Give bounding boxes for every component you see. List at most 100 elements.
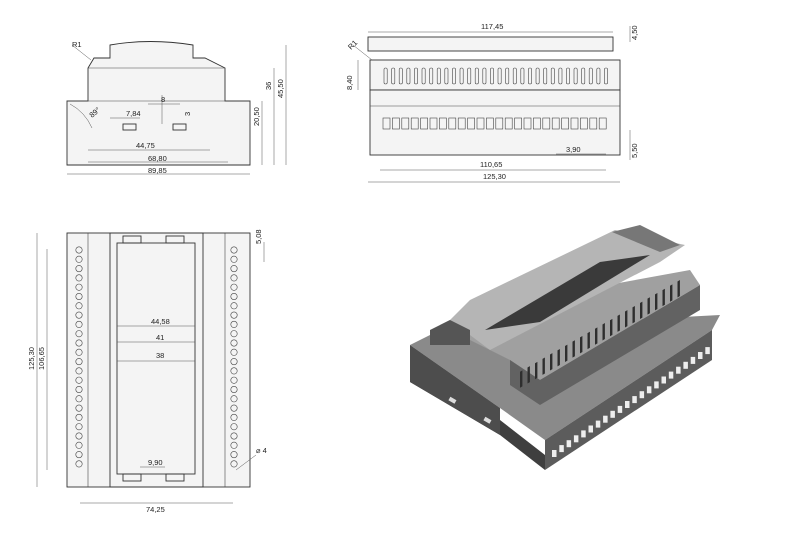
render-vent-slot: [572, 340, 575, 358]
screw-hole-left: [75, 460, 83, 468]
side-terminal-opening: [542, 117, 551, 130]
render-din-clip-left: [448, 396, 457, 404]
screw-hole-right: [230, 339, 238, 347]
side-terminal-opening: [561, 117, 569, 130]
side-terminal-opening: [439, 117, 447, 130]
side-vent-slot: [414, 67, 418, 85]
screw-hole-left: [75, 404, 83, 412]
top-view-hole-leader: [235, 454, 257, 471]
screw-hole-left: [75, 246, 83, 254]
front-view-outline: [66, 41, 251, 166]
side-view-dim-3-90: 3,90: [566, 145, 581, 154]
screw-hole-left: [75, 367, 83, 375]
front-view-dim-7-84: 7,84: [126, 109, 141, 118]
front-view-dim-3: 3: [183, 112, 192, 116]
render-terminal-opening: [573, 435, 579, 443]
render-vent-slot: [557, 348, 560, 367]
render-terminal-opening: [552, 450, 557, 457]
side-terminal-opening: [589, 117, 598, 130]
side-vent-slot: [467, 67, 472, 85]
screw-hole-left: [75, 376, 83, 384]
side-vent-slot: [604, 67, 608, 85]
side-vent-slot: [528, 67, 532, 85]
side-vent-slot: [550, 67, 555, 85]
side-view-dim-125-30: 125,30: [483, 172, 506, 181]
render-vent-slot: [602, 323, 605, 341]
render-terminal-opening: [654, 381, 659, 389]
side-vent-slot: [490, 67, 494, 85]
front-view-dim-45-50: 45,50: [276, 79, 285, 98]
render-vent-slot: [640, 301, 643, 319]
render-terminal-opening: [581, 430, 586, 438]
render-vent-slot: [677, 280, 680, 298]
screw-hole-left: [75, 423, 83, 431]
side-terminal-opening: [429, 117, 438, 130]
side-view-terminal-openings: [382, 117, 607, 130]
side-terminal-opening: [410, 117, 419, 130]
screw-hole-left: [75, 292, 83, 300]
front-view-radius-label: R1: [72, 40, 82, 49]
screw-hole-right: [230, 358, 238, 366]
top-view-dim-diam-4: ⌀ 4: [256, 446, 267, 455]
screw-hole-left: [75, 432, 83, 440]
screw-hole-right: [230, 246, 238, 254]
screw-hole-right: [230, 376, 238, 384]
top-view-dim-106-65: 106,65: [37, 347, 46, 370]
side-vent-slot: [436, 67, 441, 85]
side-vent-slot: [406, 67, 411, 85]
render-vent-slot: [527, 366, 530, 384]
render-din-clip-right: [483, 416, 492, 424]
front-view-angle-arc: [69, 103, 93, 129]
render-rear-tab: [612, 225, 680, 252]
top-view: 5,08 44,58 41 38 125,30 106,65 9,90 ⌀ 4 …: [27, 229, 267, 514]
side-view-vent-slots: [383, 67, 608, 85]
top-view-center-cover: [109, 232, 204, 488]
top-view-tab-top-left: [122, 235, 142, 244]
screw-hole-right: [230, 302, 238, 310]
screw-hole-left: [75, 311, 83, 319]
front-view-slot-left: [122, 123, 137, 131]
render-vent-slot: [632, 305, 635, 324]
side-vent-slot: [596, 67, 601, 85]
side-terminal-opening: [514, 117, 522, 130]
side-terminal-opening: [382, 117, 391, 130]
render-terminal-opening: [683, 361, 688, 369]
side-terminal-opening: [570, 117, 579, 130]
side-terminal-opening: [457, 117, 466, 130]
side-vent-slot: [566, 67, 570, 85]
screw-hole-right: [230, 460, 238, 468]
screw-hole-left: [75, 265, 83, 273]
screw-hole-right: [230, 283, 238, 291]
render-end-bump: [430, 320, 470, 345]
side-terminal-opening: [392, 117, 400, 130]
render-terminal-opening: [559, 445, 564, 453]
render-terminal-openings: [552, 347, 710, 457]
screw-hole-left: [75, 302, 83, 310]
side-vent-slot: [512, 67, 517, 85]
render-vent-slot: [580, 336, 583, 354]
render-terminal-opening: [610, 410, 615, 418]
side-terminal-opening: [467, 117, 475, 130]
side-vent-slot: [573, 67, 578, 85]
render-terminal-opening: [566, 440, 572, 448]
screw-hole-left: [75, 330, 83, 338]
screw-hole-right: [230, 432, 238, 440]
side-terminal-opening: [448, 117, 457, 130]
screw-hole-right: [230, 348, 238, 356]
screw-hole-right: [230, 404, 238, 412]
top-view-dim-41: 41: [156, 333, 164, 342]
render-terminal-opening: [690, 356, 696, 364]
screw-hole-right: [230, 330, 238, 338]
side-view-vent-band: [369, 59, 621, 91]
render-terminal-opening: [588, 425, 593, 433]
render-vent-slot: [647, 297, 650, 315]
render-vent-slot: [587, 331, 590, 350]
side-terminal-opening: [580, 117, 588, 130]
side-vent-slot: [459, 67, 464, 85]
screw-hole-left: [75, 441, 83, 449]
render-terminal-opening: [646, 386, 652, 394]
screw-hole-right: [230, 274, 238, 282]
screw-hole-right: [230, 255, 238, 263]
side-view-dim-4-50: 4,50: [630, 25, 639, 40]
render-vent-slot: [625, 310, 628, 328]
